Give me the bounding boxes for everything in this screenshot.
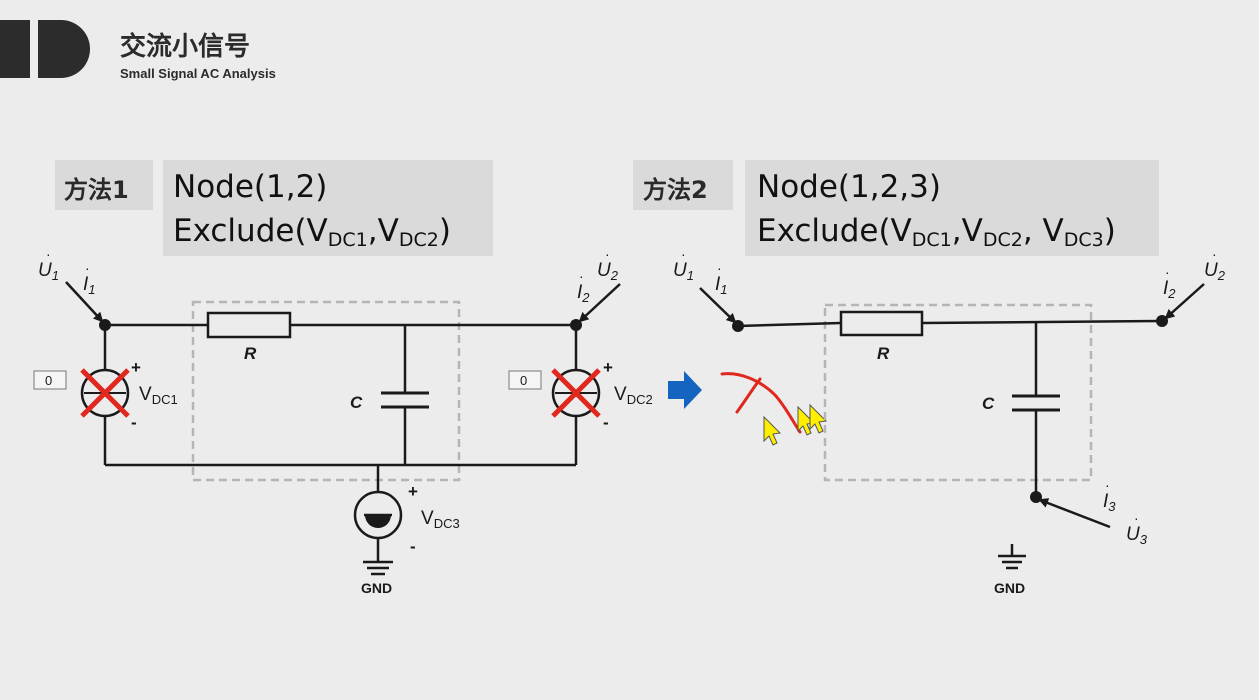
c2-i1-dot: ·: [717, 260, 722, 276]
c1-gnd-label: GND: [361, 580, 392, 596]
c2-u3-dot: ·: [1134, 510, 1139, 526]
logo-d-shape: [38, 20, 90, 78]
c2-c-label: C: [982, 394, 995, 413]
method1-label-panel: [55, 160, 153, 210]
c1-i2-dot: ·: [579, 268, 584, 284]
circuit2: U1 · I1 · U2 · I2 · I3 · U3 · R C GND: [673, 246, 1226, 596]
c1-vdc2-label: VDC2: [614, 384, 653, 407]
c2-probe-arrow-3: [1038, 498, 1111, 529]
c2-dashed-box: [823, 303, 1093, 482]
scribble-stroke-2: [735, 377, 762, 414]
method2-node-command: Node(1,2,3): [757, 169, 941, 205]
c2-r-label: R: [877, 344, 890, 363]
c2-u1-dot: ·: [681, 246, 686, 262]
c1-vdc1-value-box: [33, 370, 67, 390]
c1-u2-label: U2: [597, 260, 619, 283]
c1-u1-label: U1: [38, 260, 59, 283]
c2-probe-arrow-1: [699, 287, 737, 324]
c2-i2-dot: ·: [1165, 264, 1170, 280]
c2-wire-top-left: [737, 321, 842, 328]
c1-c-label: C: [350, 393, 363, 412]
cursor-icon: [763, 415, 782, 446]
method2-exclude-command: Exclude(VDC1,VDC2, VDC3): [757, 213, 1116, 251]
transform-arrow-icon: [668, 371, 702, 409]
c1-vdc3-inner-half: [365, 515, 391, 528]
c2-u1-label: U1: [673, 260, 694, 283]
c2-probe-arrow-2: [1164, 283, 1205, 320]
c1-vdc2-cross-b: [551, 368, 601, 418]
c1-vdc1-plus: +: [131, 358, 141, 377]
c1-vdc2-plus: +: [603, 358, 613, 377]
c2-i2-label: I2: [1163, 278, 1176, 301]
c1-u1-dot: ·: [46, 246, 51, 262]
c2-i3-label: I3: [1103, 491, 1116, 514]
method1-exclude-command: Exclude(VDC1,VDC2): [173, 213, 451, 251]
circuit1: U1 · I1 · U2 · I2 · R C + - VDC1 + - VDC…: [33, 246, 653, 596]
method2-label: 方法2: [643, 176, 708, 204]
c1-vdc1-cross-b: [80, 368, 130, 418]
scribble-stroke-1: [720, 372, 802, 434]
page-subtitle: Small Signal AC Analysis: [120, 66, 276, 81]
c1-i1-dot: ·: [85, 260, 90, 276]
c1-vdc1-value: 0: [45, 373, 52, 388]
page-title: 交流小信号: [120, 32, 251, 62]
method2-command-panel: [745, 160, 1159, 256]
c2-wire-top-right: [921, 319, 1163, 325]
c1-probe-arrow-2: [578, 283, 621, 323]
c1-dashed-box: [191, 300, 461, 482]
c1-vdc2-minus: -: [603, 413, 609, 432]
c2-u2-label: U2: [1204, 260, 1226, 283]
c1-vdc1-label: VDC1: [139, 384, 178, 407]
c1-r-label: R: [244, 344, 257, 363]
c1-i1-label: I1: [83, 274, 96, 297]
method2-label-panel: [633, 160, 733, 210]
method1-command-panel: [163, 160, 493, 256]
c1-vdc2-value-box: [508, 370, 542, 390]
c1-vdc3-plus: +: [408, 482, 418, 501]
c1-resistor: [206, 311, 292, 339]
c2-u3-label: U3: [1126, 524, 1148, 547]
c1-probe-arrow-1: [65, 281, 104, 323]
cursor-icon: [809, 403, 828, 434]
c2-gnd-label: GND: [994, 580, 1025, 596]
c1-vdc2-value: 0: [520, 373, 527, 388]
logo-bar: [0, 20, 30, 78]
c1-u2-dot: ·: [605, 246, 610, 262]
c1-i2-label: I2: [577, 282, 590, 305]
c2-i3-dot: ·: [1105, 477, 1110, 493]
method1-label: 方法1: [64, 176, 129, 204]
c2-resistor: [839, 310, 924, 337]
c1-vdc3-label: VDC3: [421, 508, 460, 531]
c2-u2-dot: ·: [1212, 246, 1217, 262]
c1-vdc1-minus: -: [131, 413, 137, 432]
c1-vdc3-minus: -: [410, 537, 416, 556]
method1-node-command: Node(1,2): [173, 169, 328, 205]
c2-i1-label: I1: [715, 274, 728, 297]
